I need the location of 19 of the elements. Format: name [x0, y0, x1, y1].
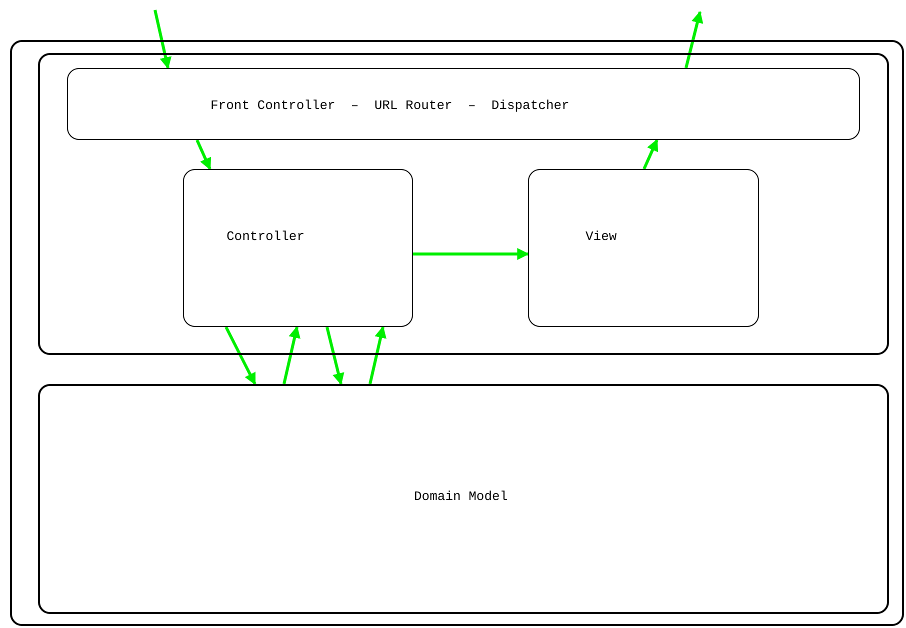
- component-box: [182, 168, 412, 326]
- box-label: Domain Model: [414, 489, 508, 504]
- arrow: [154, 10, 172, 70]
- arrow: [368, 326, 386, 384]
- component-box: [66, 68, 860, 140]
- container-box: [38, 53, 889, 355]
- arrow: [196, 139, 212, 170]
- arrow: [642, 138, 658, 170]
- box-label: Controller: [226, 228, 305, 244]
- box-label: View: [586, 228, 617, 244]
- arrow: [413, 248, 530, 260]
- arrow: [224, 326, 256, 386]
- arrow: [684, 10, 704, 68]
- box-label: Front Controller – URL Router – Dispatcher: [210, 98, 570, 112]
- container-box: [10, 40, 904, 626]
- component-box: [528, 168, 758, 326]
- arrow: [326, 326, 344, 386]
- component-box: [38, 384, 889, 614]
- arrow: [282, 326, 300, 384]
